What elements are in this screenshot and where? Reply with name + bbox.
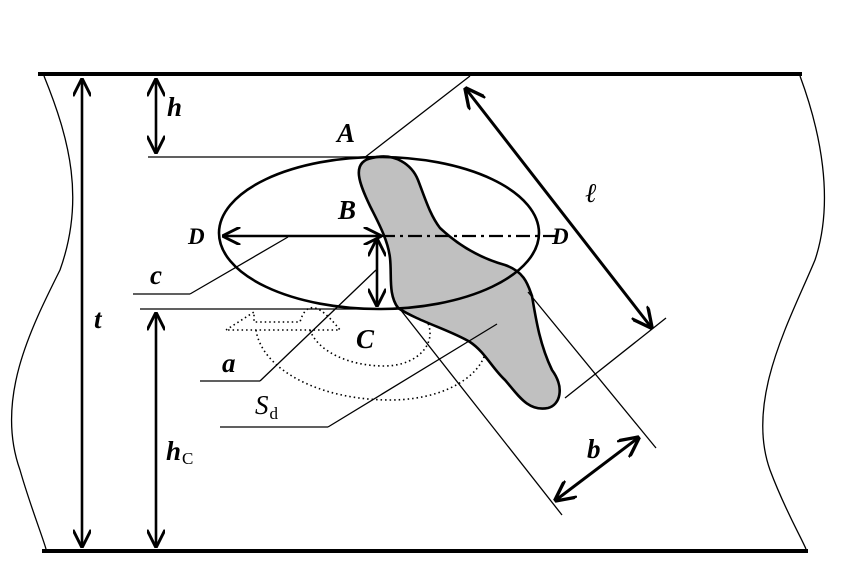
c-leader-diagonal: [189, 236, 289, 295]
s-leader-diagonal: [327, 323, 498, 428]
label-c: c: [150, 260, 162, 290]
label-S-area: Sd: [255, 390, 279, 423]
label-b: b: [587, 434, 601, 464]
width-projection-left: [395, 303, 563, 516]
label-hC: hC: [166, 436, 193, 468]
hollow-arrow-dotted: [223, 307, 342, 331]
a-leader-diagonal: [259, 269, 377, 382]
label-D-right: D: [551, 224, 569, 249]
depth-region-outer-dotted: [255, 319, 488, 401]
label-D-left: D: [187, 224, 205, 249]
label-a: a: [222, 348, 236, 378]
label-length: ℓ: [585, 178, 597, 208]
right-break-line: [762, 75, 826, 550]
depth-region-inner-dotted: [309, 317, 431, 367]
left-break-line: [10, 75, 74, 550]
arrow-length-l: [466, 89, 651, 327]
length-projection-top: [363, 75, 471, 159]
label-C: C: [356, 324, 375, 354]
label-A: A: [335, 118, 355, 148]
label-t: t: [94, 304, 103, 334]
arrow-width-b: [556, 438, 638, 500]
label-B: B: [337, 195, 356, 225]
defect-shape: [357, 155, 561, 410]
length-projection-bottom: [564, 317, 667, 399]
label-h: h: [167, 92, 182, 122]
